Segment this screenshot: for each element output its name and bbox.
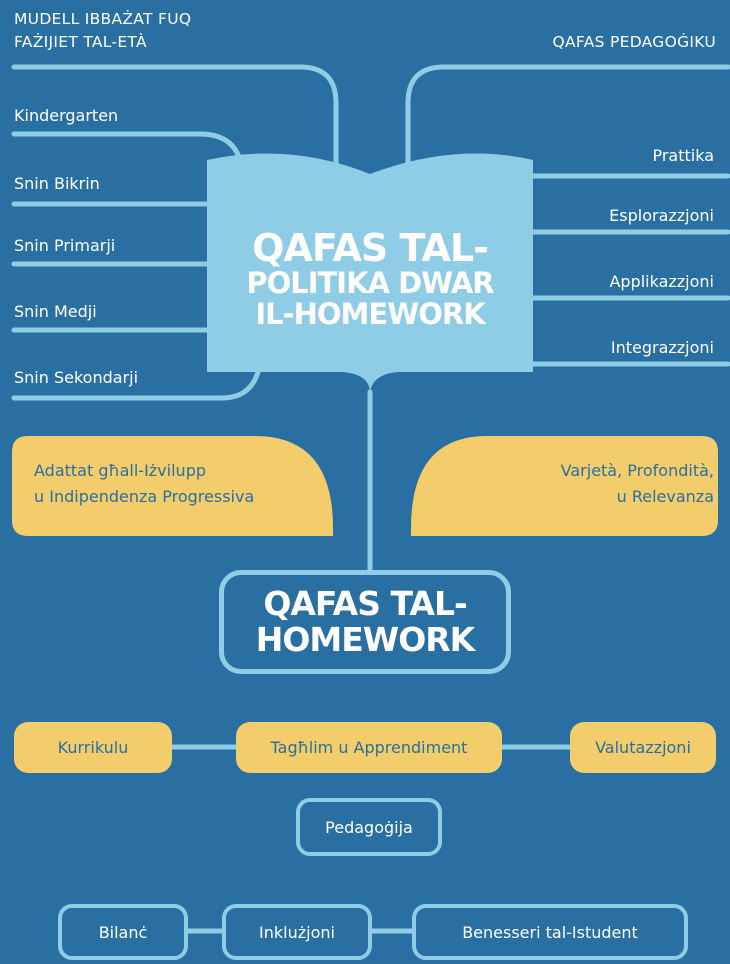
component-balance: Bilanċ [58,904,188,960]
principle-variety: Varjetà, Profondità, u Relevanza [561,458,714,510]
age-header-connector [11,64,339,183]
left-principle-blob [12,436,333,536]
pedagogy-item-application: Applikazzjoni [609,272,714,291]
principle-variety-line2: u Relevanza [616,487,714,506]
principle-developmental-line2: u Indipendenza Progressiva [34,487,255,506]
pedagogy-item-exploration: Esplorazzjoni [609,206,714,225]
book-shape [207,153,533,393]
component-assessment: Valutazzjoni [570,722,716,773]
age-phases-title-line2: FAŻIJIET TAL-ETÀ [14,33,147,51]
principle-developmental: Adattat għall-Iżvilupp u Indipendenza Pr… [34,458,254,510]
pedagogy-header-connector [405,64,730,183]
right-principle-blob [411,436,718,536]
policy-title-line1: QAFAS TAL- [252,226,489,270]
component-student-wellbeing: Benesseri tal-Istudent [412,904,688,960]
age-phase-kindergarten: Kindergarten [14,106,119,125]
component-teaching-learning: Tagħlim u Apprendiment [236,722,502,773]
component-curriculum: Kurrikulu [14,722,172,773]
principle-variety-line1: Varjetà, Profondità, [560,461,714,480]
age-phase-primary: Snin Primarji [14,236,116,255]
age-phase-secondary: Snin Sekondarji [14,368,139,387]
pedagogy-title-text: QAFAS PEDAGOĠIKU [552,33,716,51]
age-phases-title-line1: MUDELL IBBAŻAT FUQ [14,10,192,28]
policy-title-line2: POLITIKA DWAR [246,266,494,300]
pedagogy-title: QAFAS PEDAGOĠIKU [553,31,717,54]
age-phase-early-years: Snin Bikrin [14,174,100,193]
homework-framework-line1: QAFAS TAL- [263,584,467,623]
homework-framework-box: QAFAS TAL- HOMEWORK [219,570,511,674]
age-phase-middle: Snin Medji [14,302,97,321]
age-line-secondary [11,369,261,401]
principle-developmental-line1: Adattat għall-Iżvilupp [34,461,207,480]
component-inclusion: Inklużjoni [222,904,372,960]
homework-framework-line2: HOMEWORK [255,620,475,659]
pedagogy-item-integration: Integrazzjoni [610,338,714,357]
age-line-kindergarten [11,131,243,163]
age-phases-title: MUDELL IBBAŻAT FUQ FAŻIJIET TAL-ETÀ [14,8,191,54]
component-pedagogy: Pedagoġija [296,798,442,856]
homework-policy-title: QAFAS TAL- POLITIKA DWAR IL-HOMEWORK [205,228,535,330]
policy-title-line3: IL-HOMEWORK [255,297,485,331]
pedagogy-item-practice: Prattika [652,146,714,165]
